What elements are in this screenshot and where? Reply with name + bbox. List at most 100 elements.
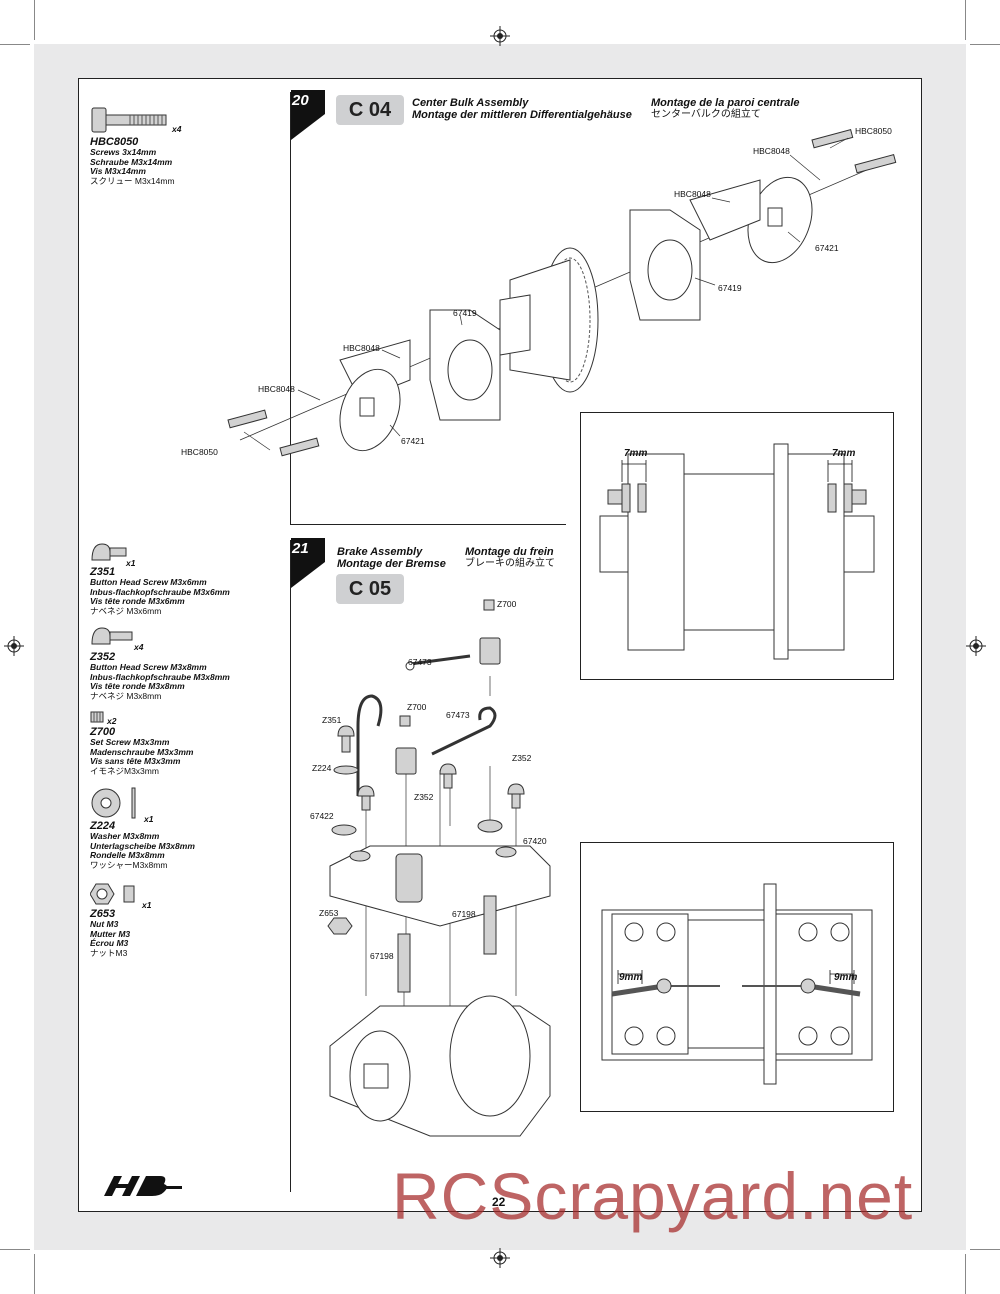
step-number-badge [291, 538, 325, 588]
part-entry-z224: Z224 Washer M3x8mm Unterlagscheibe M3x8m… [90, 820, 195, 870]
part-name-en: Washer M3x8mm [90, 831, 160, 841]
part-qty: x4 [134, 642, 144, 652]
part-label: 67473 [446, 710, 470, 720]
step-title-right: Montage du frein ブレーキの組み立て [465, 546, 555, 570]
part-name-jp: イモネジM3x3mm [90, 765, 159, 776]
step-title-right: Montage de la paroi centrale センターバルクの組立て [651, 97, 800, 121]
part-name-jp: ナベネジ M3x8mm [90, 690, 162, 701]
part-label: 67419 [718, 283, 742, 293]
part-label: 67420 [523, 836, 547, 846]
step-title-jp: センターバルクの組立て [651, 109, 761, 120]
crop-mark [0, 44, 30, 45]
part-name-fr: Vis M3x14mm [90, 166, 146, 177]
part-label: HBC8048 [343, 343, 380, 353]
part-label: 67473 [408, 657, 432, 667]
crop-mark [34, 1254, 35, 1294]
part-qty: x4 [172, 124, 182, 134]
registration-mark-icon [490, 1248, 510, 1268]
part-qty: x2 [107, 716, 117, 726]
part-label: 67198 [370, 951, 394, 961]
part-name-en: Screws 3x14mm [90, 147, 157, 157]
measurement-label: 7mm [832, 448, 856, 459]
set-screw-icon [90, 711, 104, 723]
part-code: Z653 [90, 908, 116, 920]
part-name-fr: Rondelle M3x8mm [90, 850, 165, 861]
crop-mark [965, 0, 966, 40]
step-title-en: Brake Assembly [337, 546, 423, 558]
part-name-jp: スクリュー M3x14mm [90, 175, 175, 186]
part-label: Z700 [407, 702, 427, 712]
part-code: HBC8050 [90, 136, 139, 148]
registration-mark-icon [490, 26, 510, 46]
hb-logo-icon [104, 1176, 182, 1196]
part-qty: x1 [126, 558, 136, 568]
part-qty: x1 [144, 814, 154, 824]
part-label: Z224 [312, 763, 332, 773]
part-name-fr: Vis sans tête M3x3mm [90, 756, 181, 767]
screw-icon [91, 107, 167, 133]
part-entry-hbc8050: HBC8050 Screws 3x14mm Schraube M3x14mm V… [90, 136, 175, 186]
crop-mark [34, 0, 35, 40]
part-name-de: Madenschraube M3x3mm [90, 746, 194, 757]
step-code-box: C 05 [336, 574, 404, 604]
part-label: HBC8048 [674, 189, 711, 199]
part-label: HBC8050 [181, 447, 218, 457]
part-label: 67198 [452, 909, 476, 919]
crop-mark [0, 1249, 30, 1250]
part-label: HBC8048 [753, 146, 790, 156]
watermark-text: RCScrapyard.net [392, 1159, 914, 1233]
step-code-box: C 04 [336, 95, 404, 125]
button-head-screw-icon [91, 627, 133, 645]
step-title-de: Montage der mittleren Differentialgehäus… [412, 109, 632, 121]
part-name-fr: Écrou M3 [90, 938, 129, 949]
measurement-label: 9mm [619, 972, 643, 983]
step-title-left: Center Bulk Assembly Montage der mittler… [412, 97, 632, 121]
part-qty: x1 [142, 900, 152, 910]
part-code: Z351 [90, 566, 116, 578]
part-label: HBC8050 [855, 126, 892, 136]
part-label: 67421 [815, 243, 839, 253]
washer-icon [91, 787, 136, 819]
crop-mark [965, 1254, 966, 1294]
step-number: 21 [292, 540, 309, 557]
part-name-de: Schraube M3x14mm [90, 156, 173, 167]
part-entry-z352: Z352 Button Head Screw M3x8mm Inbus-flac… [90, 651, 230, 701]
part-entry-z653: Z653 Nut M3 Mutter M3 Écrou M3 ナットM3 [90, 908, 130, 958]
brake-assembly-exploded-diagram [327, 599, 551, 1137]
step-title-en: Center Bulk Assembly [412, 97, 529, 109]
part-code: Z352 [90, 651, 116, 663]
part-name-en: Button Head Screw M3x6mm [90, 577, 207, 587]
part-name-en: Nut M3 [90, 919, 119, 929]
measurement-label: 9mm [834, 972, 858, 983]
part-label: 67419 [453, 308, 477, 318]
step-title-fr: Montage du frein [465, 546, 554, 558]
button-head-screw-icon [91, 543, 127, 561]
section-divider [290, 540, 291, 1192]
step-title-left: Brake Assembly Montage der Bremse [337, 546, 446, 570]
part-label: 67422 [310, 811, 334, 821]
brake-rod-detail-diagram [601, 883, 873, 1085]
part-name-de: Unterlagscheibe M3x8mm [90, 840, 195, 851]
part-name-fr: Vis tête ronde M3x6mm [90, 596, 185, 607]
center-bulk-exploded-diagram [227, 129, 897, 457]
part-label: 67421 [401, 436, 425, 446]
nut-icon [90, 883, 135, 905]
crop-mark [970, 44, 1000, 45]
section-divider [290, 524, 566, 525]
part-label: Z653 [319, 908, 339, 918]
part-entry-z700: Z700 Set Screw M3x3mm Madenschraube M3x3… [90, 726, 193, 776]
part-name-fr: Vis tête ronde M3x8mm [90, 681, 185, 692]
part-code: Z700 [90, 726, 116, 738]
part-name-jp: ナットM3 [90, 947, 128, 958]
bulk-spacing-detail-diagram [599, 443, 875, 660]
part-name-de: Mutter M3 [90, 928, 131, 939]
part-name-jp: ワッシャーM3x8mm [90, 859, 168, 870]
step-number-badge [291, 90, 325, 140]
part-code: Z224 [90, 820, 116, 832]
part-name-jp: ナベネジ M3x6mm [90, 605, 162, 616]
part-label: Z352 [414, 792, 434, 802]
page-number: 22 [492, 1195, 506, 1209]
step-title-jp: ブレーキの組み立て [465, 558, 555, 569]
step-title-fr: Montage de la paroi centrale [651, 97, 800, 109]
part-label: Z352 [512, 753, 532, 763]
